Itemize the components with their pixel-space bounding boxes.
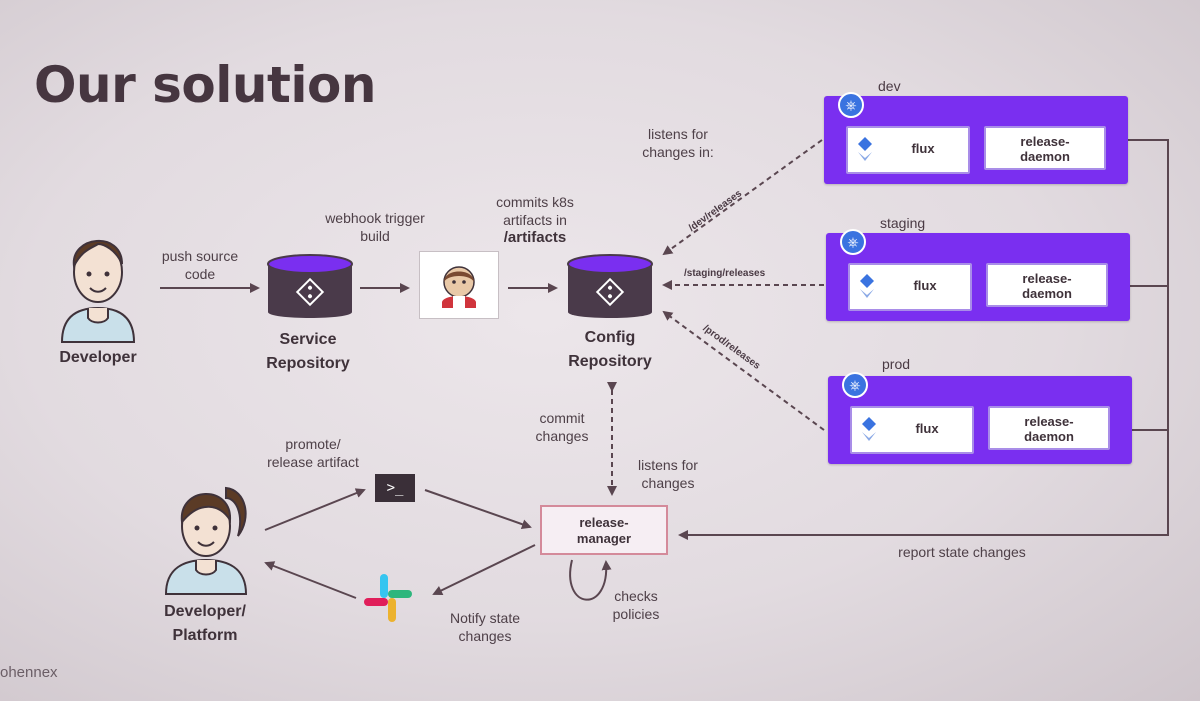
- promote-line1: promote/: [285, 436, 341, 452]
- checks-line1: checks: [614, 588, 658, 604]
- commit-changes-label: commit changes: [516, 410, 608, 445]
- commits-line3: /artifacts: [503, 229, 567, 246]
- release-manager-line2: manager: [576, 531, 632, 546]
- arrow-dev-listens: [662, 139, 823, 256]
- notify-line2: changes: [458, 627, 512, 644]
- listens-in-line2: changes in:: [642, 143, 714, 160]
- push-source-label: push source code: [150, 248, 250, 283]
- commits-line1: commits k8s: [496, 194, 574, 210]
- commit-changes-line1: commit: [539, 410, 585, 426]
- developer-platform-avatar-icon: [164, 486, 248, 595]
- flux-icon: [858, 137, 872, 161]
- cluster-prod: ⎈ flux release- daemon: [828, 372, 1132, 464]
- checks-line2: policies: [612, 605, 660, 622]
- config-repository-line1: Config: [584, 329, 636, 346]
- staging-path-label: /staging/releases: [684, 268, 766, 279]
- cluster-dev: ⎈ flux release- daemon: [824, 92, 1128, 184]
- cluster-name-dev: dev: [878, 78, 901, 94]
- checks-policies-label: checks policies: [598, 588, 674, 623]
- push-source-line1: push source: [161, 248, 239, 264]
- commits-line2: artifacts in: [503, 211, 567, 228]
- service-repository-line1: Service: [279, 331, 337, 348]
- jenkins-icon: [442, 266, 476, 308]
- promote-line2: release artifact: [267, 453, 359, 470]
- service-repository-icon: [267, 254, 353, 318]
- flux-box-dev: flux: [846, 126, 970, 174]
- notify-label: Notify state changes: [430, 610, 540, 645]
- listens-changes-label: listens for changes: [622, 457, 714, 492]
- developer-platform-label-line1: Developer/: [164, 603, 246, 620]
- flux-icon: [860, 274, 874, 298]
- arrow-checks-loop: [569, 559, 612, 601]
- arrow-terminal-manager: [424, 489, 532, 530]
- listens-changes-line1: listens for: [638, 457, 698, 473]
- kubernetes-icon: ⎈: [838, 92, 864, 118]
- config-repository-line2: Repository: [568, 353, 652, 370]
- webhook-label: webhook trigger build: [310, 210, 440, 245]
- service-repository-label: Service Repository: [240, 328, 376, 376]
- release-daemon-box-staging: release- daemon: [986, 263, 1108, 307]
- commit-changes-line2: changes: [535, 427, 589, 444]
- kubernetes-icon: ⎈: [842, 372, 868, 398]
- release-daemon-line2: daemon: [1024, 429, 1074, 444]
- notify-line1: Notify state: [449, 610, 521, 626]
- release-daemon-line1: release-: [1024, 414, 1074, 429]
- webhook-line2: build: [360, 227, 390, 244]
- listens-in-line1: listens for: [648, 126, 708, 142]
- developer-label: Developer: [59, 349, 137, 366]
- git-icon: [595, 277, 625, 307]
- developer-avatar-icon: [60, 239, 136, 343]
- report-state-label: report state changes: [898, 544, 1026, 560]
- arrow-manager-slack: [432, 544, 536, 596]
- promote-label: promote/ release artifact: [248, 436, 378, 471]
- terminal-icon: >_: [375, 474, 415, 502]
- arrow-promote: [264, 488, 366, 531]
- flux-icon: [862, 417, 876, 441]
- release-manager-box: release- manager: [540, 505, 668, 555]
- release-manager-line1: release-: [579, 515, 629, 530]
- config-repository-label: Config Repository: [540, 326, 680, 374]
- footer-text: ohennex: [0, 664, 58, 681]
- slide-title: Our solution: [34, 56, 377, 114]
- arrow-prod-listens: [662, 310, 825, 431]
- push-source-line2: code: [184, 265, 216, 282]
- release-daemon-line1: release-: [1020, 134, 1070, 149]
- flux-label: flux: [913, 278, 937, 293]
- developer-platform-label-line2: Platform: [172, 627, 238, 644]
- flux-label: flux: [911, 141, 935, 156]
- release-daemon-box-dev: release- daemon: [984, 126, 1106, 170]
- kubernetes-icon: ⎈: [840, 229, 866, 255]
- release-daemon-line1: release-: [1022, 271, 1072, 286]
- listens-in-label: listens for changes in:: [628, 126, 728, 161]
- webhook-line1: webhook trigger: [325, 210, 425, 226]
- developer-platform-label: Developer/ Platform: [140, 600, 270, 648]
- jenkins-box: [419, 251, 499, 319]
- config-repository-icon: [567, 254, 653, 318]
- flux-label: flux: [915, 421, 939, 436]
- cluster-staging: ⎈ flux release- daemon: [826, 229, 1130, 321]
- service-repository-line2: Repository: [266, 355, 350, 372]
- git-icon: [295, 277, 325, 307]
- listens-changes-line2: changes: [641, 474, 695, 491]
- arrow-slack-developer: [264, 561, 357, 599]
- cluster-name-prod: prod: [882, 356, 911, 372]
- release-daemon-box-prod: release- daemon: [988, 406, 1110, 450]
- release-daemon-line2: daemon: [1020, 149, 1070, 164]
- flux-box-prod: flux: [850, 406, 974, 454]
- flux-box-staging: flux: [848, 263, 972, 311]
- arrow-report: [678, 139, 1169, 540]
- release-daemon-line2: daemon: [1022, 286, 1072, 301]
- slack-icon: [364, 574, 412, 622]
- commits-label: commits k8s artifacts in /artifacts: [480, 194, 590, 248]
- cluster-name-staging: staging: [880, 215, 926, 231]
